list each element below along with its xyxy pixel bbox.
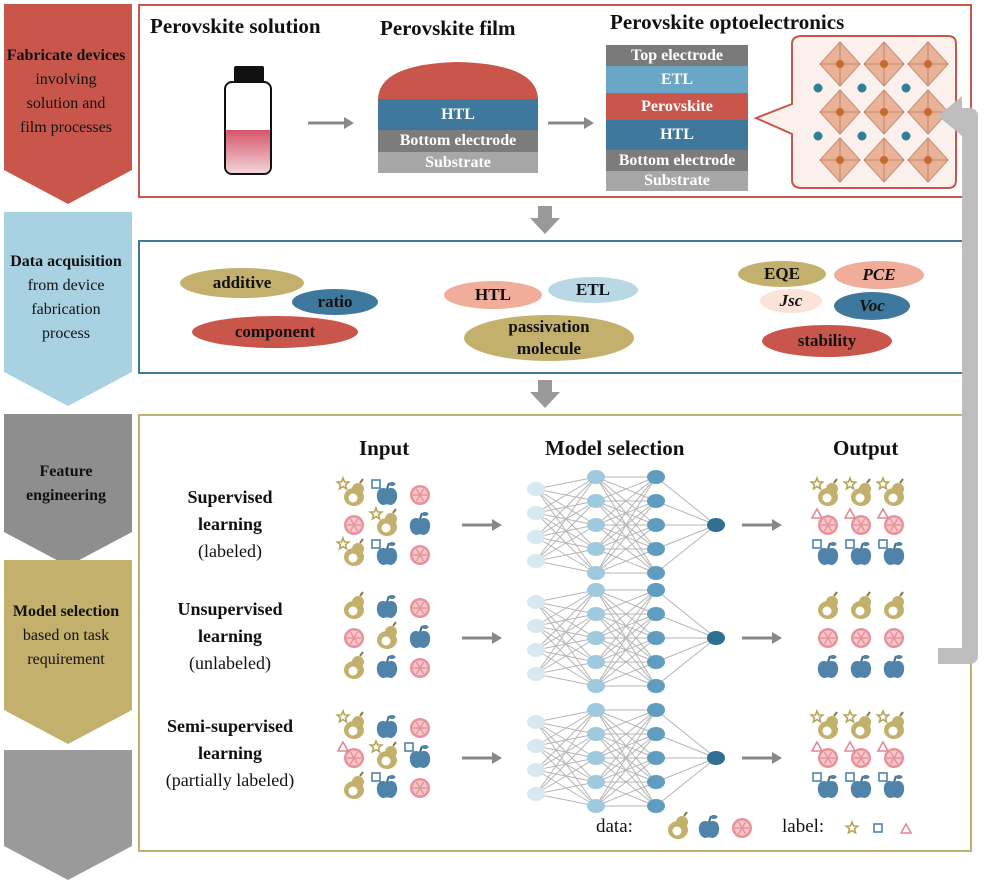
film-title: Perovskite film: [380, 16, 516, 40]
chevron-fabricate: [4, 4, 132, 204]
octahedron-1-1: [863, 89, 905, 135]
stage-model-label: Model selection based on task requiremen…: [4, 600, 128, 672]
row-unsupervised-note: (unlabeled): [189, 653, 271, 673]
device-layer-etl: ETL: [606, 66, 748, 93]
stage-acquisition-line1: from device: [27, 277, 105, 294]
metric-pce: PCE: [834, 261, 924, 289]
row-unsupervised-label: Unsupervised learning (unlabeled): [145, 596, 315, 677]
param-etl: ETL: [548, 277, 638, 303]
metric-stability: stability: [762, 325, 892, 357]
metric-voc: Voc: [834, 292, 910, 320]
octahedron-0-2: [907, 41, 949, 87]
cation-5: [813, 131, 823, 141]
stage-chevrons: [4, 4, 132, 880]
opto-title: Perovskite optoelectronics: [610, 10, 845, 34]
row-supervised-name: Supervised learning: [187, 487, 273, 534]
arrow-film-to-device: [548, 117, 594, 129]
cation-1: [901, 83, 911, 93]
octahedron-1-0: [819, 89, 861, 135]
chevron-bottom: [4, 750, 132, 880]
param-htl: HTL: [444, 281, 542, 309]
stage-fabricate-line3: film processes: [20, 119, 112, 136]
device-layer-htl: HTL: [606, 120, 748, 150]
device-layer-top-electrode: Top electrode: [606, 45, 748, 66]
stage-acquisition-title: Data acquisition: [10, 253, 122, 270]
arrow-solution-to-film: [308, 117, 354, 129]
arrow-down-1: [530, 206, 560, 234]
octahedron-2-1: [863, 137, 905, 183]
device-layer-perovskite: Perovskite: [606, 93, 748, 120]
model-header: Model selection: [545, 436, 685, 460]
octahedron-1-2: [907, 89, 949, 135]
stage-fabricate-title: Fabricate devices: [6, 47, 126, 64]
metric-eqe: EQE: [738, 261, 826, 287]
stage-feature-title: Feature engineering: [26, 463, 106, 504]
stage-fabricate-line2: solution and: [26, 95, 106, 112]
stage-acquisition-line3: process: [42, 325, 90, 342]
arrow-down-2: [530, 380, 560, 408]
output-header: Output: [833, 436, 899, 460]
cation-4: [813, 83, 823, 93]
stage-fabricate-label: Fabricate devices involving solution and…: [4, 44, 128, 140]
row-unsupervised-name: Unsupervised learning: [177, 599, 283, 646]
film-layer-bottom-electrode: Bottom electrode: [378, 130, 538, 152]
row-semisupervised-note: (partially labeled): [165, 770, 295, 790]
row-semisupervised-label: Semi-supervised learning (partially labe…: [145, 713, 315, 794]
param-additive: additive: [180, 268, 304, 298]
stage-acquisition-label: Data acquisition from device fabrication…: [4, 250, 128, 346]
device-layer-bottom-electrode: Bottom electrode: [606, 150, 748, 171]
cation-0: [857, 83, 867, 93]
solution-title: Perovskite solution: [150, 14, 321, 38]
crystal-structure-callout: [753, 35, 957, 189]
octahedron-2-2: [907, 137, 949, 183]
stage-fabricate-line1: involving: [35, 71, 97, 88]
cation-2: [857, 131, 867, 141]
stage-model-line2: requirement: [27, 651, 105, 668]
cation-3: [901, 131, 911, 141]
octahedron-0-1: [863, 41, 905, 87]
metric-jsc: Jsc: [760, 289, 822, 313]
bottle-icon: [224, 66, 272, 175]
stage-model-title: Model selection: [12, 603, 120, 620]
row-supervised-label: Supervised learning (labeled): [145, 484, 315, 565]
film-layer-substrate: Substrate: [378, 152, 538, 173]
octahedron-2-0: [819, 137, 861, 183]
film-layer-htl: HTL: [378, 99, 538, 130]
chevron-feature: [4, 414, 132, 566]
legend-label-label: label:: [782, 816, 825, 837]
param-passivation-molecule: passivation molecule: [464, 315, 634, 361]
chevron-model: [4, 560, 132, 744]
row-semisupervised-name: Semi-supervised learning: [167, 716, 293, 763]
film-dome: [378, 62, 538, 100]
octahedron-0-0: [819, 41, 861, 87]
chevron-acquisition: [4, 212, 132, 406]
row-supervised-note: (labeled): [198, 541, 262, 561]
param-component: component: [192, 316, 358, 348]
stage-acquisition-line2: fabrication: [31, 301, 101, 318]
legend-data-label: data:: [596, 816, 633, 837]
stage-feature-label: Feature engineering: [4, 460, 128, 508]
param-ratio: ratio: [292, 289, 378, 315]
input-header: Input: [359, 436, 410, 460]
stage-model-line1: based on task: [22, 627, 110, 644]
device-layer-substrate: Substrate: [606, 171, 748, 191]
feedback-loop-arrow: [938, 96, 978, 664]
